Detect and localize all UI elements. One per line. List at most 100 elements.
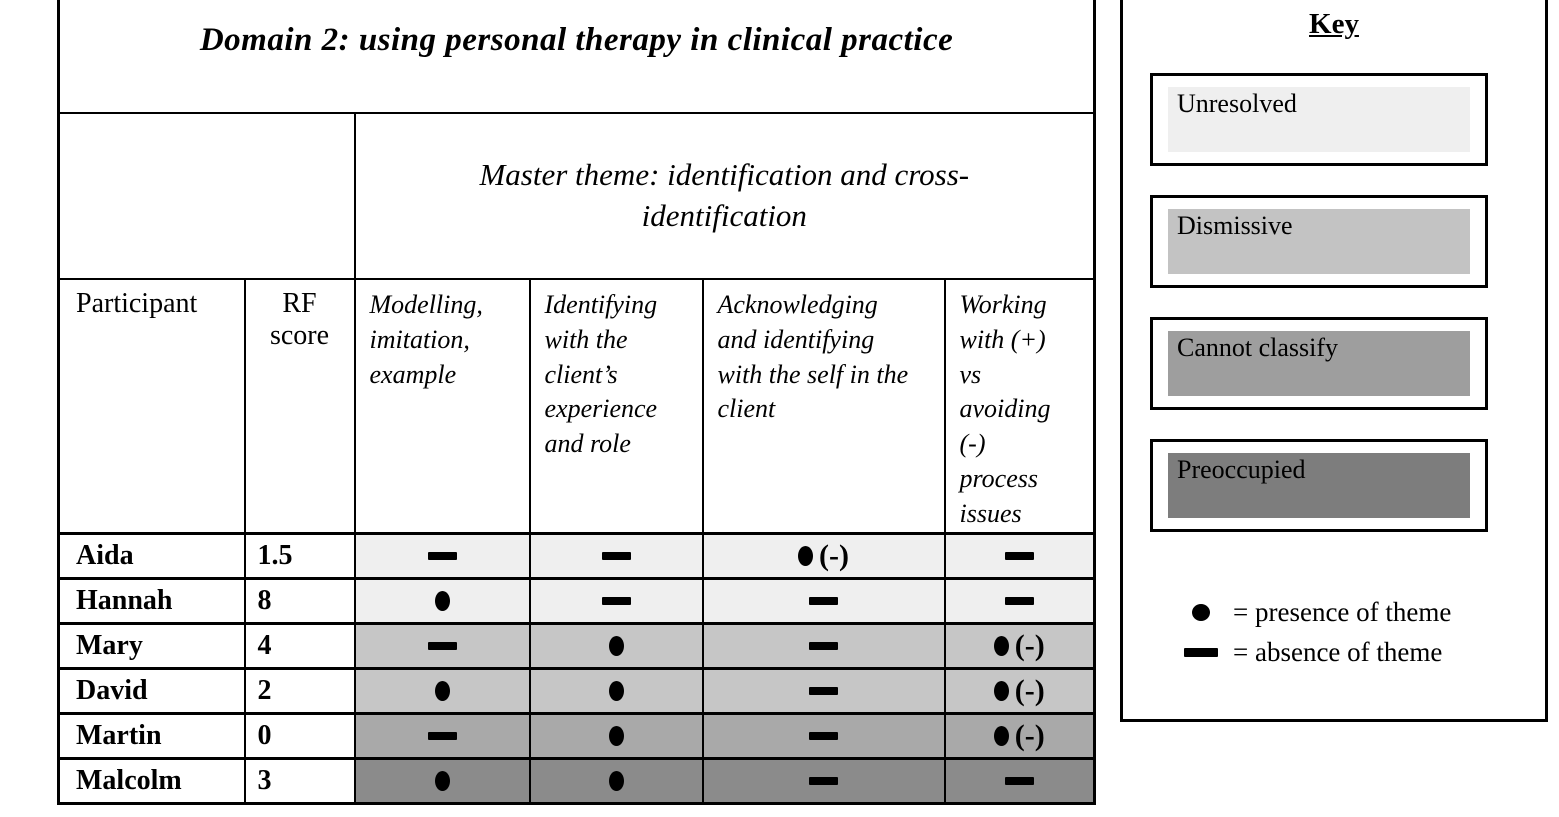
theme-cell bbox=[353, 666, 531, 715]
negative-marker: (-) bbox=[819, 538, 849, 572]
rf-score-value: 4 bbox=[243, 621, 356, 670]
participant-name: Martin bbox=[57, 711, 246, 760]
figure-title: Domain 2: using personal therapy in clin… bbox=[57, 0, 1096, 114]
master-theme-header: Master theme: identification and cross-i… bbox=[353, 112, 1096, 280]
presence-dot-icon bbox=[1192, 603, 1210, 621]
theme-cell bbox=[353, 756, 531, 805]
column-header-theme-modelling: Modelling, imitation, example bbox=[353, 277, 531, 535]
key-box-dismissive: Dismissive bbox=[1150, 195, 1488, 288]
absence-dash-icon bbox=[601, 597, 631, 606]
theme-cell bbox=[528, 621, 704, 670]
absence-dash-icon bbox=[427, 552, 457, 561]
rf-score-value: 1.5 bbox=[243, 531, 356, 580]
rf-score-value: 0 bbox=[243, 711, 356, 760]
rf-score-value: 2 bbox=[243, 666, 356, 715]
legend-symbol-wrap bbox=[1169, 647, 1233, 657]
negative-marker: (-) bbox=[1014, 718, 1045, 752]
presence-dot-icon bbox=[608, 770, 624, 791]
presence-dot-icon bbox=[608, 680, 624, 701]
key-swatch-dismissive: Dismissive bbox=[1168, 209, 1470, 274]
presence-dot-icon bbox=[608, 725, 624, 746]
presence-dot-icon bbox=[798, 545, 813, 566]
master-theme-row: Master theme: identification and cross-i… bbox=[57, 112, 1096, 280]
absence-dash-icon bbox=[809, 597, 838, 606]
theme-cell bbox=[701, 756, 946, 805]
legend-row-dot: = presence of theme bbox=[1169, 592, 1545, 632]
key-title: Key bbox=[1309, 8, 1359, 40]
absence-dash-icon bbox=[809, 777, 838, 786]
negative-marker: (-) bbox=[1014, 628, 1045, 662]
presence-dot-icon bbox=[993, 725, 1009, 746]
absence-dash-icon bbox=[1004, 552, 1034, 561]
theme-cell bbox=[353, 576, 531, 625]
absence-dash-icon bbox=[1184, 647, 1218, 657]
absence-dash-icon bbox=[427, 732, 457, 741]
theme-cell bbox=[701, 666, 946, 715]
theme-cell: (-) bbox=[943, 666, 1096, 715]
table-title-row: Domain 2: using personal therapy in clin… bbox=[57, 0, 1096, 114]
presence-dot-icon bbox=[434, 680, 450, 701]
legend-label: = absence of theme bbox=[1233, 636, 1443, 667]
key-box-cannot-classify: Cannot classify bbox=[1150, 317, 1488, 410]
participant-name: Mary bbox=[57, 621, 246, 670]
theme-cell: (-) bbox=[701, 531, 946, 580]
theme-cell bbox=[528, 531, 704, 580]
theme-cell bbox=[943, 756, 1096, 805]
key-box-unresolved: Unresolved bbox=[1150, 73, 1488, 166]
theme-cell bbox=[943, 531, 1096, 580]
presence-dot-icon bbox=[434, 590, 450, 611]
presence-dot-icon bbox=[608, 635, 624, 656]
legend-label: = presence of theme bbox=[1233, 596, 1452, 627]
domain-table: Domain 2: using personal therapy in clin… bbox=[57, 0, 1097, 805]
participant-name: Aida bbox=[57, 531, 246, 580]
theme-cell bbox=[943, 576, 1096, 625]
rf-score-value: 8 bbox=[243, 576, 356, 625]
theme-cell bbox=[528, 666, 704, 715]
absence-dash-icon bbox=[1004, 777, 1034, 786]
legend-symbol-wrap bbox=[1169, 603, 1233, 621]
absence-dash-icon bbox=[1004, 597, 1034, 606]
theme-cell bbox=[353, 711, 531, 760]
key-swatch-preoccupied: Preoccupied bbox=[1168, 453, 1470, 518]
empty-header-cell bbox=[57, 112, 356, 280]
absence-dash-icon bbox=[601, 552, 631, 561]
column-header-theme-identifying: Identifying with the client’s experience… bbox=[528, 277, 704, 535]
theme-cell bbox=[353, 531, 531, 580]
negative-marker: (-) bbox=[1014, 673, 1045, 707]
participant-name: Hannah bbox=[57, 576, 246, 625]
theme-cell bbox=[528, 756, 704, 805]
key-swatch-cannot-classify: Cannot classify bbox=[1168, 331, 1470, 396]
column-header-rf-score: RF score bbox=[243, 277, 356, 535]
key-swatch-unresolved: Unresolved bbox=[1168, 87, 1470, 152]
column-header-participant: Participant bbox=[57, 277, 246, 535]
theme-cell bbox=[701, 621, 946, 670]
key-legend: = presence of theme = absence of theme bbox=[1169, 592, 1545, 672]
theme-cell bbox=[701, 576, 946, 625]
theme-cell bbox=[528, 711, 704, 760]
absence-dash-icon bbox=[809, 642, 838, 651]
participant-theme-table: Domain 2: using personal therapy in clin… bbox=[57, 0, 1097, 805]
legend-row-dash: = absence of theme bbox=[1169, 632, 1545, 672]
column-header-row: Participant RF score Modelling, imitatio… bbox=[57, 277, 1096, 535]
theme-cell bbox=[701, 711, 946, 760]
theme-cell: (-) bbox=[943, 621, 1096, 670]
theme-cell: (-) bbox=[943, 711, 1096, 760]
participant-name: Malcolm bbox=[57, 756, 246, 805]
key-box-preoccupied: Preoccupied bbox=[1150, 439, 1488, 532]
rf-score-value: 3 bbox=[243, 756, 356, 805]
absence-dash-icon bbox=[809, 732, 838, 741]
absence-dash-icon bbox=[427, 642, 457, 651]
theme-cell bbox=[528, 576, 704, 625]
presence-dot-icon bbox=[993, 635, 1009, 656]
column-header-theme-working: Working with (+) vs avoiding (-) process… bbox=[943, 277, 1096, 535]
absence-dash-icon bbox=[809, 687, 838, 696]
